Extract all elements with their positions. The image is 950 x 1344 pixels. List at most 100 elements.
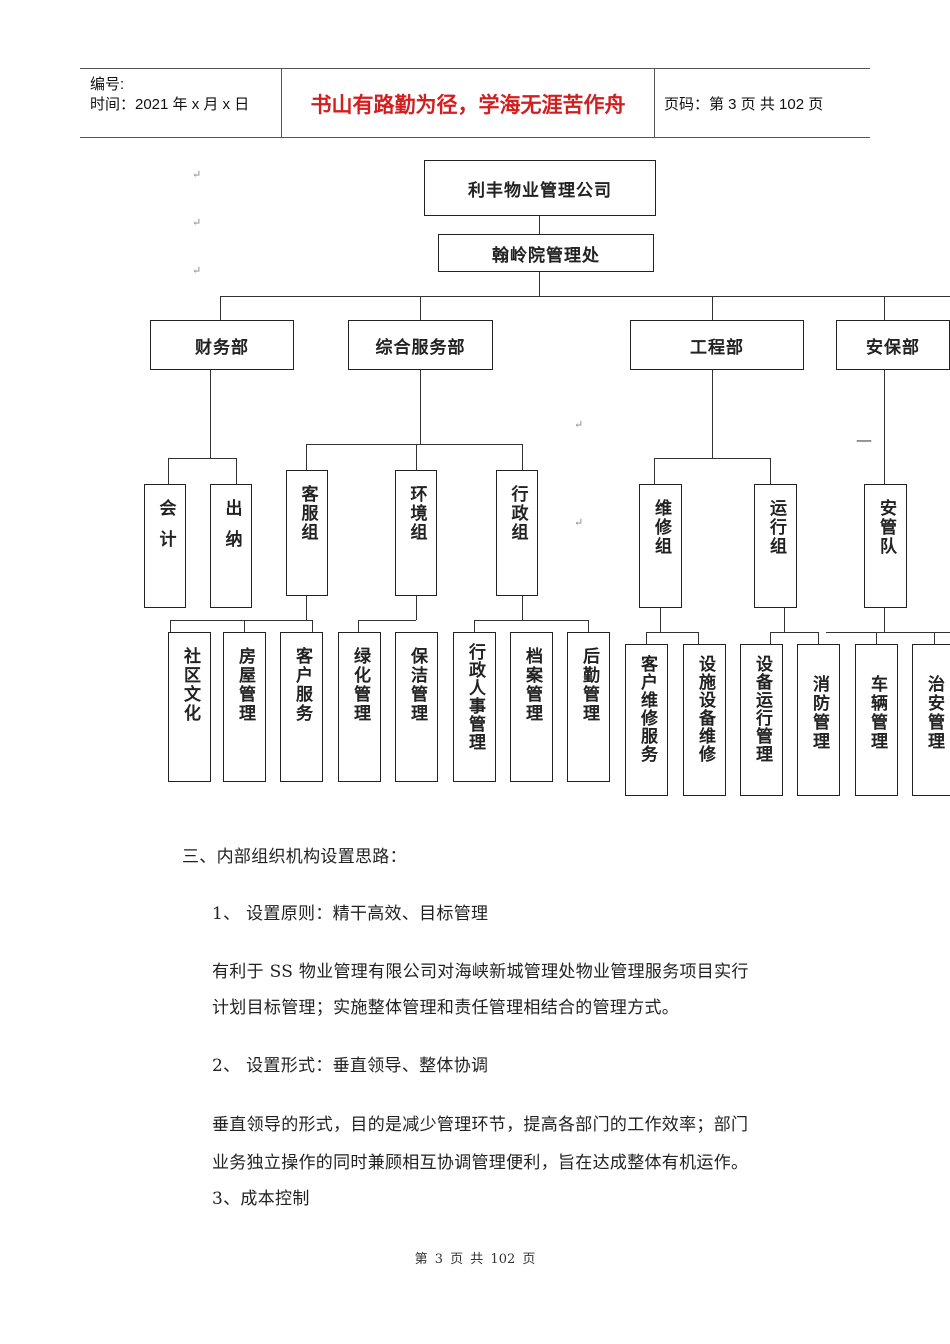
dash-mark: — <box>856 430 872 449</box>
sub-customer-repair-service-box: 客户维修服务 <box>625 644 668 796</box>
header-motto-cell: 书山有路勤为径，学海无涯苦作舟 <box>281 69 655 137</box>
connector-line <box>306 444 307 470</box>
sub-archive-mgmt-label: 档案管理 <box>522 647 542 723</box>
item1-title: 1、 设置原则：精干高效、目标管理 <box>212 904 489 924</box>
unit-maintenance-group-box: 维修组 <box>639 484 682 608</box>
sub-logistics-mgmt-label: 后勤管理 <box>579 647 599 723</box>
sub-facility-equipment-repair-box: 设施设备维修 <box>683 644 726 796</box>
connector-line <box>539 272 540 296</box>
sub-fire-mgmt-label: 消防管理 <box>809 675 829 751</box>
connector-line <box>312 620 313 632</box>
sub-equipment-operation-mgmt-box: 设备运行管理 <box>740 644 783 796</box>
connector-line <box>522 596 523 620</box>
connector-line <box>170 620 171 632</box>
connector-line <box>646 632 698 633</box>
unit-admin-group-box: 行政组 <box>496 470 538 596</box>
sub-housing-mgmt-label: 房屋管理 <box>235 647 255 723</box>
dept-finance-label: 财务部 <box>195 337 249 358</box>
sub-logistics-mgmt-box: 后勤管理 <box>567 632 610 782</box>
connector-line <box>420 296 421 320</box>
connector-line <box>884 370 885 484</box>
header-page-cell: 页码：第 3 页 共 102 页 <box>654 69 870 137</box>
office-name: 翰岭院管理处 <box>492 245 600 266</box>
connector-line <box>358 620 359 632</box>
connector-line <box>818 632 819 644</box>
connector-line <box>358 620 416 621</box>
page-footer: 第 3 页 共 102 页 <box>414 1252 536 1267</box>
connector-line <box>474 620 588 621</box>
connector-line <box>770 632 818 633</box>
connector-line <box>168 458 169 484</box>
dept-general-service-label: 综合服务部 <box>375 337 466 358</box>
connector-line <box>884 608 885 632</box>
sub-cleaning-mgmt-label: 保洁管理 <box>407 647 427 723</box>
dept-security-label: 安保部 <box>866 337 920 358</box>
document-header: 编号: 时间：2021 年 x 月 x 日 书山有路勤为径，学海无涯苦作舟 页码… <box>80 68 870 138</box>
sub-cleaning-mgmt-box: 保洁管理 <box>395 632 438 782</box>
dept-engineering-label: 工程部 <box>690 337 744 358</box>
sub-greening-mgmt-box: 绿化管理 <box>338 632 381 782</box>
connector-line <box>588 620 589 632</box>
unit-operation-group-label: 运行组 <box>766 499 786 556</box>
sub-public-security-mgmt-label: 治安管理 <box>924 675 944 751</box>
sub-facility-equipment-repair-label: 设施设备维修 <box>695 655 715 763</box>
unit-security-team-label: 安管队 <box>876 499 896 556</box>
org-chart: ↵ ↵ ↵ ↵ ↵ — 利丰物业管理公司 翰岭院管理处 财务部 综合服务部 工程… <box>0 140 950 810</box>
paragraph-mark: ↵ <box>192 264 202 277</box>
connector-line <box>660 608 661 632</box>
section-title: 三、内部组织机构设置思路： <box>182 847 407 867</box>
dept-general-service-box: 综合服务部 <box>348 320 493 370</box>
sub-equipment-operation-mgmt-label: 设备运行管理 <box>752 655 772 763</box>
dept-finance-box: 财务部 <box>150 320 294 370</box>
connector-line <box>712 370 713 458</box>
unit-cashier-label: 出纳 <box>221 499 242 561</box>
connector-line <box>712 296 713 320</box>
company-box: 利丰物业管理公司 <box>424 160 656 216</box>
motto-text: 书山有路勤为径，学海无涯苦作舟 <box>310 93 626 117</box>
connector-line <box>934 632 935 644</box>
sub-vehicle-mgmt-label: 车辆管理 <box>867 675 887 751</box>
sub-community-culture-box: 社区文化 <box>168 632 211 782</box>
sub-fire-mgmt-box: 消防管理 <box>797 644 840 796</box>
unit-accountant-box: 会计 <box>144 484 186 608</box>
item1-text-line1: 有利于 SS 物业管理有限公司对海峡新城管理处物业管理服务项目实行 <box>212 962 749 982</box>
connector-line <box>826 632 950 633</box>
item2-text-line1: 垂直领导的形式，目的是减少管理环节，提高各部门的工作效率；部门 <box>212 1115 749 1135</box>
paragraph-mark: ↵ <box>574 516 584 529</box>
page-code: 页码：第 3 页 共 102 页 <box>664 96 824 113</box>
connector-line <box>522 444 523 470</box>
paragraph-mark: ↵ <box>192 168 202 181</box>
sub-admin-hr-mgmt-box: 行政人事管理 <box>453 632 496 782</box>
sub-customer-repair-service-label: 客户维修服务 <box>637 655 657 763</box>
unit-environment-group-box: 环境组 <box>395 470 437 596</box>
connector-line <box>220 296 950 297</box>
connector-line <box>306 444 522 445</box>
unit-environment-group-label: 环境组 <box>406 485 427 542</box>
item2-text-line2: 业务独立操作的同时兼顾相互协调管理便利，旨在达成整体有机运作。 <box>212 1153 749 1173</box>
unit-security-team-box: 安管队 <box>864 484 907 608</box>
connector-line <box>654 458 770 459</box>
sub-archive-mgmt-box: 档案管理 <box>510 632 553 782</box>
sub-community-culture-label: 社区文化 <box>180 647 200 723</box>
dept-security-box: 安保部 <box>836 320 950 370</box>
connector-line <box>784 608 785 632</box>
unit-accountant-label: 会计 <box>155 499 176 561</box>
unit-customer-service-group-label: 客服组 <box>297 485 318 542</box>
sub-admin-hr-mgmt-label: 行政人事管理 <box>465 643 485 751</box>
connector-line <box>474 620 475 632</box>
connector-line <box>654 458 655 484</box>
connector-line <box>220 296 221 320</box>
item2-title: 2、 设置形式：垂直领导、整体协调 <box>212 1056 489 1076</box>
number-label: 编号: <box>90 76 125 93</box>
unit-maintenance-group-label: 维修组 <box>651 499 671 556</box>
connector-line <box>698 632 699 644</box>
sub-housing-mgmt-box: 房屋管理 <box>223 632 266 782</box>
unit-cashier-box: 出纳 <box>210 484 252 608</box>
unit-operation-group-box: 运行组 <box>754 484 797 608</box>
connector-line <box>646 632 647 644</box>
connector-line <box>770 632 771 644</box>
connector-line <box>416 596 417 620</box>
connector-line <box>306 596 307 620</box>
connector-line <box>210 370 211 458</box>
paragraph-mark: ↵ <box>192 216 202 229</box>
